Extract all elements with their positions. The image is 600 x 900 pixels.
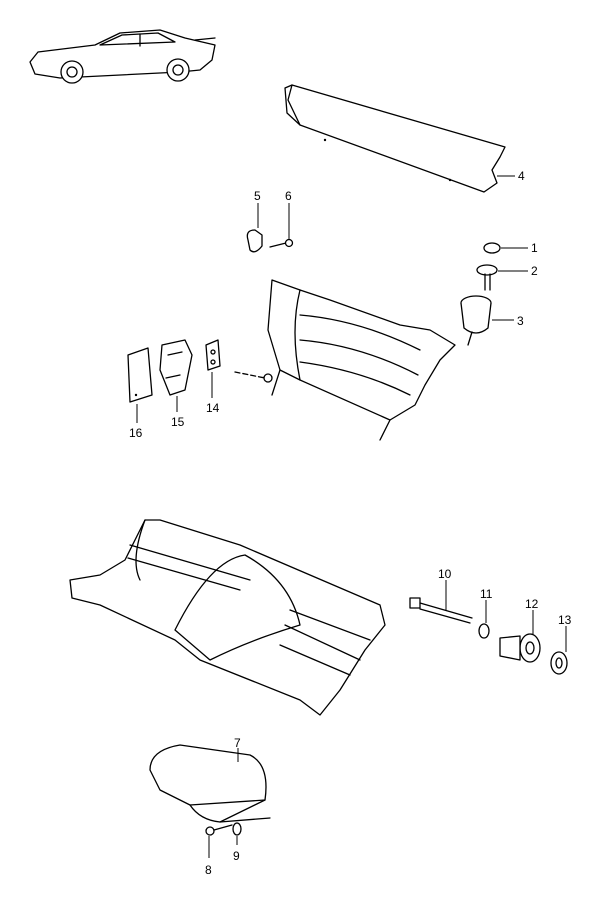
part-6-screw [269,238,294,248]
part-8-screw [205,824,233,836]
label-4: 4 [518,169,525,183]
label-1: 1 [531,241,538,255]
part-12-grommet [499,633,541,663]
label-13: 13 [558,613,572,627]
part-16-cover [127,347,153,403]
label-7: 7 [234,736,241,750]
part-3-cup [460,295,492,346]
label-15: 15 [171,415,185,429]
label-12: 12 [525,597,539,611]
part-13-washer [550,651,568,675]
label-3: 3 [517,314,524,328]
label-8: 8 [205,863,212,877]
part-4-rear-panel [284,84,506,193]
part-11-nut [478,623,490,639]
car-thumbnail [29,29,216,84]
label-2: 2 [531,264,538,278]
part-1-cap [483,242,501,254]
part-15-bracket [159,339,193,396]
part-14-hinge [205,339,221,371]
label-5: 5 [254,189,261,203]
label-6: 6 [285,189,292,203]
part-5-clip [246,229,263,253]
part-7-cover [149,744,271,823]
part-9-washer [232,822,242,836]
label-14: 14 [206,401,220,415]
label-11: 11 [480,587,493,601]
seat-cushion [69,519,386,716]
part-2-fastener [476,264,498,291]
label-16: 16 [129,426,143,440]
label-9: 9 [233,849,240,863]
seat-backrest [267,279,456,441]
label-10: 10 [438,567,452,581]
part-10-bolt [409,597,473,624]
